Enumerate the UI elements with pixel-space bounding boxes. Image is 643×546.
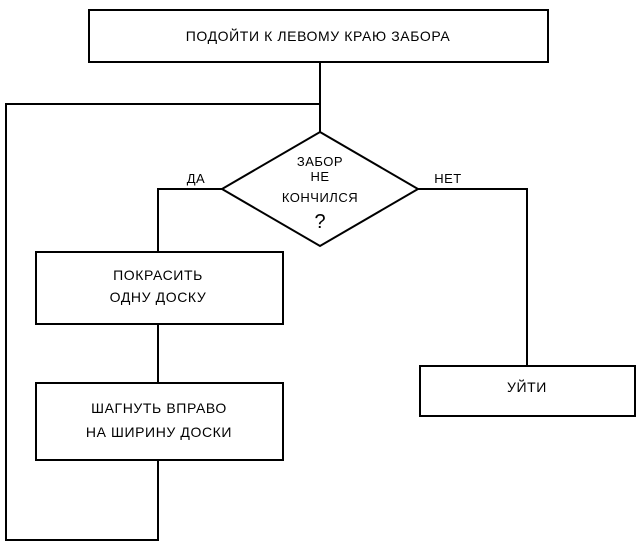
yes-label: ДА — [187, 171, 205, 186]
connector-yes-branch — [157, 188, 222, 252]
step-right-box: ШАГНУТЬ ВПРАВО НА ШИРИНУ ДОСКИ — [35, 382, 284, 461]
start-box: ПОДОЙТИ К ЛЕВОМУ КРАЮ ЗАБОРА — [88, 9, 549, 63]
decision-line-3: КОНЧИЛСЯ — [282, 190, 358, 205]
decision-line-1: ЗАБОР — [297, 154, 343, 169]
start-box-label: ПОДОЙТИ К ЛЕВОМУ КРАЮ ЗАБОРА — [186, 27, 451, 44]
step-right-line-1: ШАГНУТЬ ВПРАВО — [91, 400, 227, 416]
paint-board-line-2: ОДНУ ДОСКУ — [110, 289, 207, 305]
exit-box: УЙТИ — [419, 365, 636, 417]
connector-no-branch — [418, 188, 528, 366]
step-right-line-2: НА ШИРИНУ ДОСКИ — [86, 424, 232, 440]
exit-box-label: УЙТИ — [507, 378, 547, 395]
decision-diamond: ЗАБОР НЕ КОНЧИЛСЯ ? — [220, 130, 420, 248]
paint-board-line-1: ПОКРАСИТЬ — [113, 267, 203, 283]
decision-line-2: НЕ — [310, 169, 329, 184]
no-label: НЕТ — [434, 171, 462, 186]
decision-question-mark: ? — [314, 211, 325, 233]
connector-loop-back — [5, 103, 320, 541]
paint-board-box: ПОКРАСИТЬ ОДНУ ДОСКУ — [35, 251, 284, 325]
